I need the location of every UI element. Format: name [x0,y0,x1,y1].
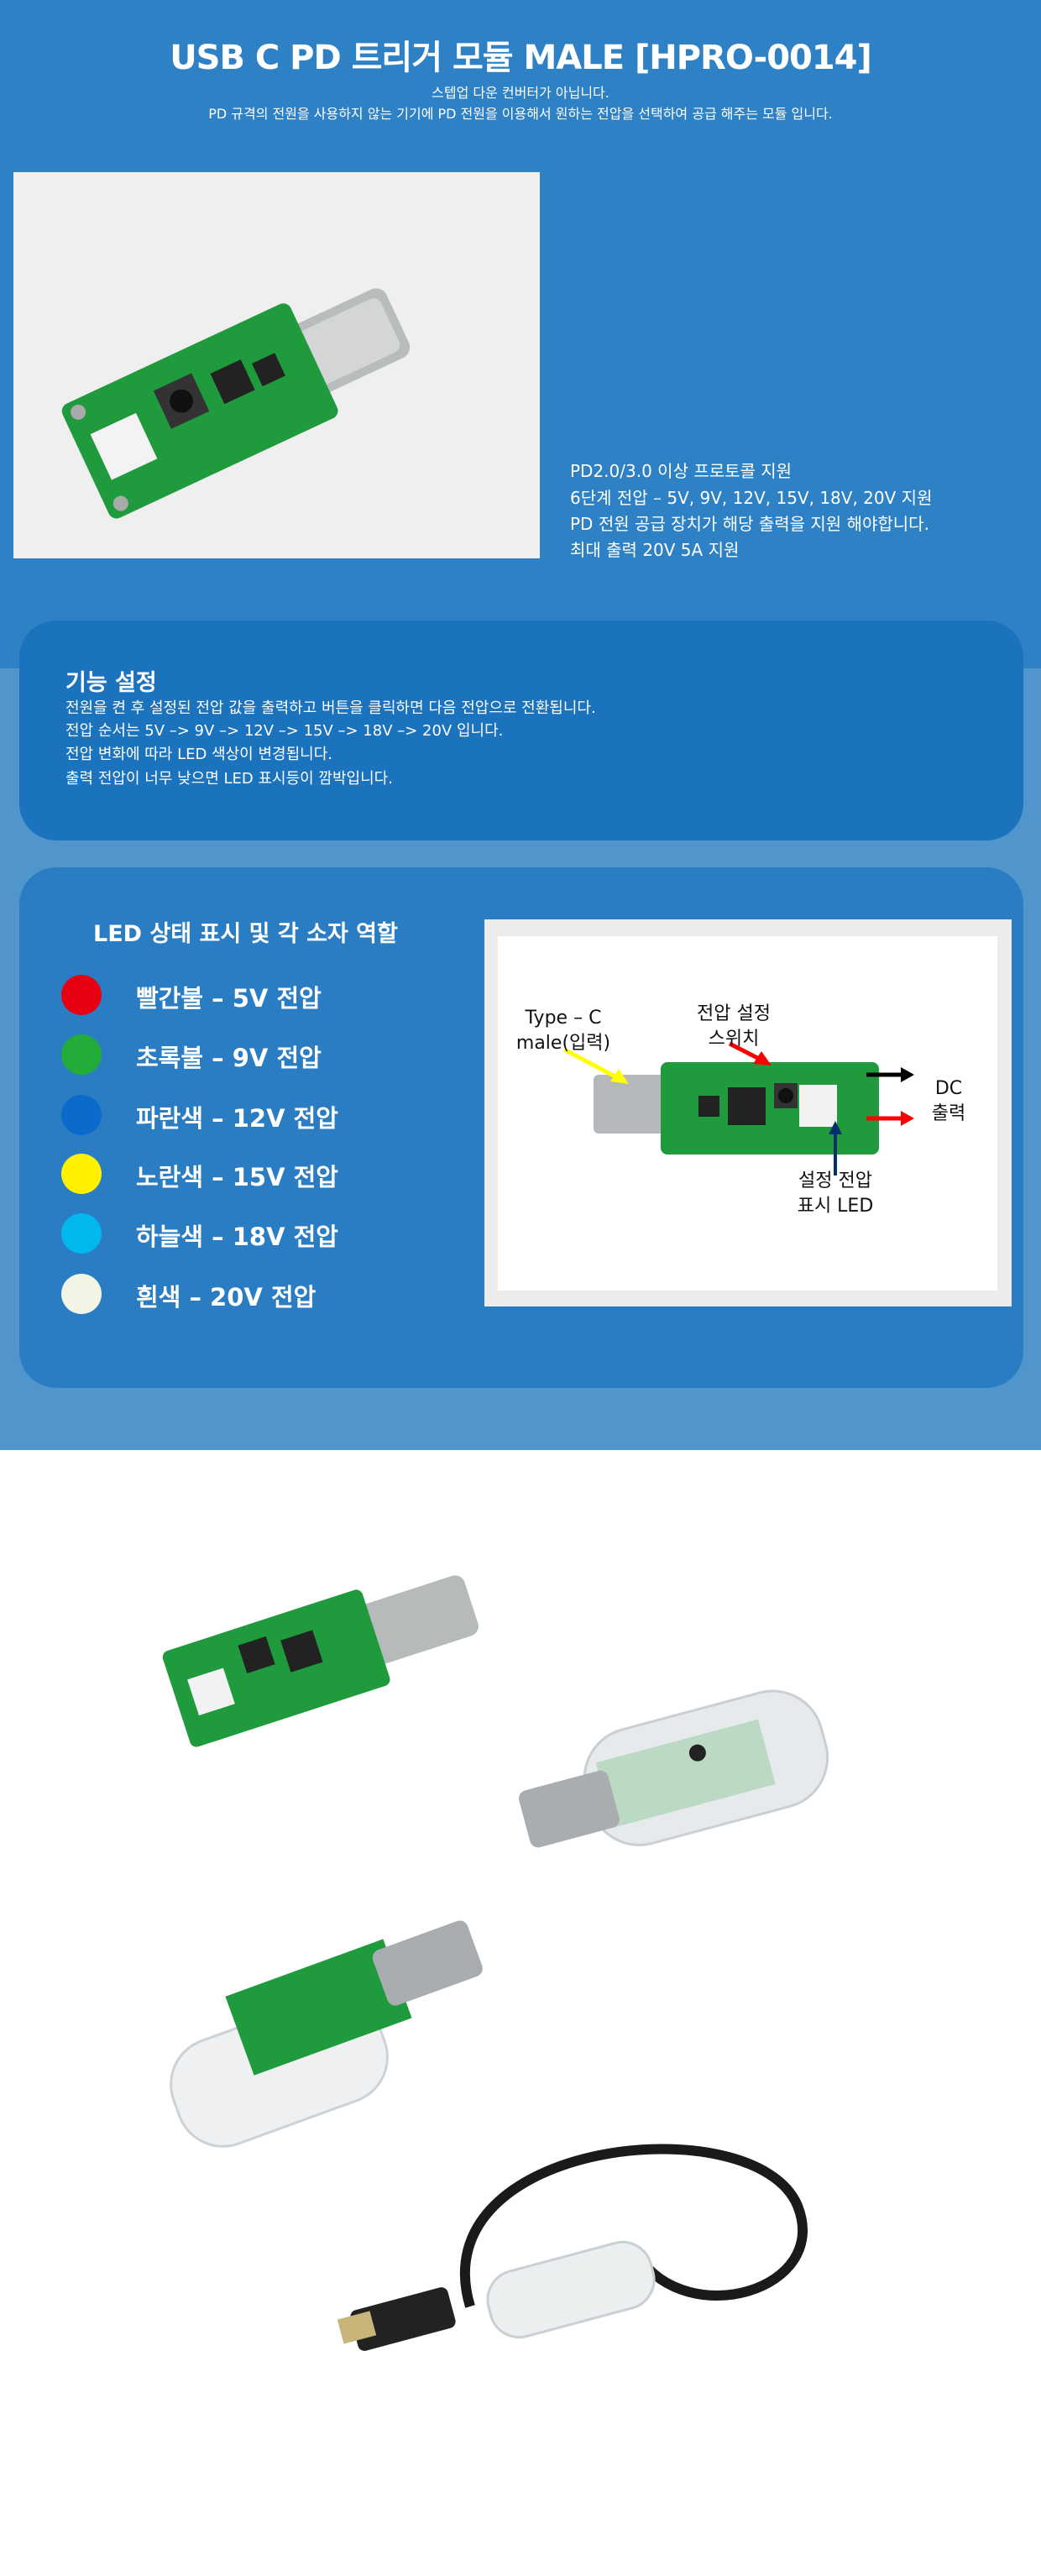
led-title: LED 상태 표시 및 각 소자 역할 [93,921,398,947]
feature-item: 6단계 전압 – 5V, 9V, 12V, 15V, 18V, 20V 지원 [570,488,933,508]
led-color-dot [61,1095,102,1135]
led-state-label: 하늘색 – 18V 전압 [136,1223,338,1251]
photo-cable [337,2144,808,2351]
label-line: 설정 전압 [798,1170,872,1191]
function-line: 전원을 켠 후 설정된 전압 값을 출력하고 버튼을 클릭하면 다음 전압으로 … [65,699,596,717]
feature-item: PD2.0/3.0 이상 프로토콜 지원 [570,461,793,481]
led-color-dot [61,975,102,1015]
label-line: 스위치 [708,1029,760,1050]
function-line: 출력 전압이 너무 낮으면 LED 표시등이 깜박입니다. [65,770,393,788]
led-state-label: 노란색 – 15V 전압 [136,1163,338,1191]
led-state-label: 파란색 – 12V 전압 [136,1104,338,1133]
label-line: Type – C [525,1008,602,1029]
feature-item: 최대 출력 20V 5A 지원 [570,540,740,560]
photo-enclosure [519,1689,829,1848]
label-line: male(입력) [515,1033,611,1054]
photo-pcb [162,1575,479,1747]
function-title: 기능 설정 [65,670,157,696]
function-line: 전압 변화에 따라 LED 색상이 변경됩니다. [65,746,332,763]
page-title: USB C PD 트리거 모듈 MALE [HPRO-0014] [170,39,872,77]
subtitle-line: 스텝업 다운 컨버터가 아닙니다. [432,85,609,101]
product-photo-pcb [13,172,540,558]
led-color-dot [61,1154,102,1194]
led-color-dot [61,1034,102,1075]
led-state-label: 빨간불 – 5V 전압 [136,984,322,1013]
label-line: 전압 설정 [697,1003,771,1024]
subtitle-line: PD 규격의 전원을 사용하지 않는 기기에 PD 전원을 이용해서 원하는 전… [208,106,833,122]
label-line: 표시 LED [797,1196,874,1217]
feature-item: PD 전원 공급 장치가 해당 출력을 지원 해야합니다. [570,514,929,534]
led-state-label: 초록불 – 9V 전압 [136,1044,322,1072]
led-color-dot [61,1274,102,1314]
input-label: Type – C male(입력) [513,1006,614,1056]
output-label: DC 출력 [915,1076,982,1127]
label-line: DC [934,1078,963,1099]
product-photos [162,1575,829,2351]
label-line: 출력 [931,1103,966,1124]
photo-open-enclosure [170,1920,483,2148]
function-line: 전압 순서는 5V –> 9V –> 12V –> 15V –> 18V –> … [65,722,504,740]
led-color-dot [61,1213,102,1254]
diagram-graphic [562,1041,914,1175]
led-state-label: 흰색 – 20V 전압 [136,1283,316,1312]
function-card [19,620,1023,840]
